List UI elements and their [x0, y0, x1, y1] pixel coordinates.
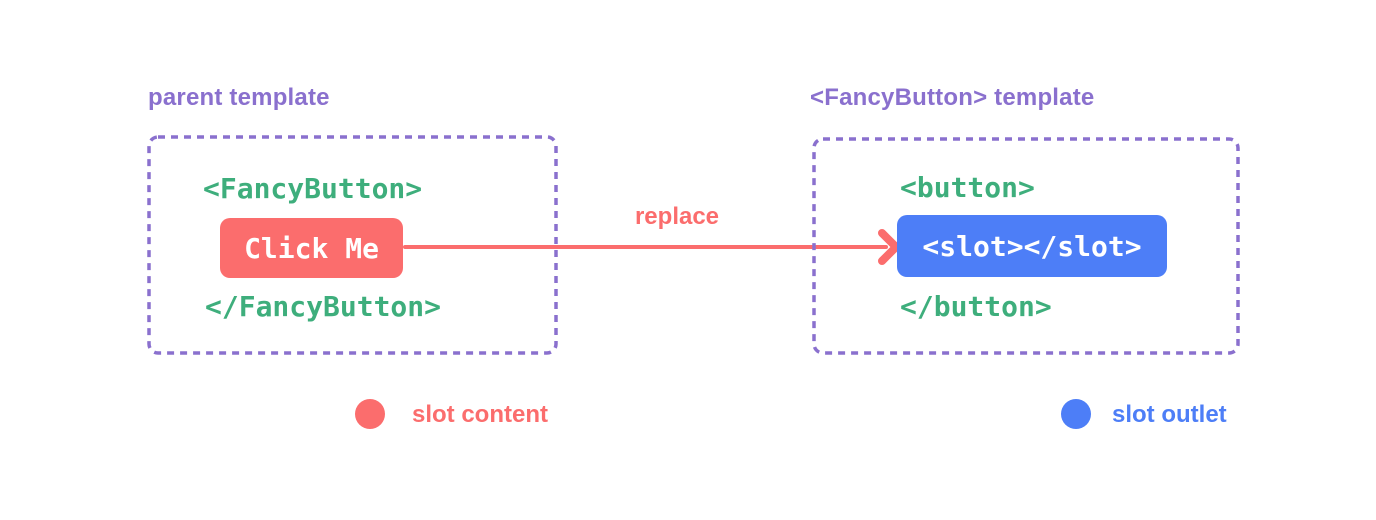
dashed-border: [812, 137, 1240, 355]
slot-content-label: slot content: [412, 401, 548, 428]
parent-template-title: parent template: [148, 84, 330, 111]
slot-content-dot: [355, 399, 385, 429]
replace-label: replace: [634, 203, 720, 230]
slot-outlet-button: <slot></slot>: [897, 215, 1167, 277]
button-close-tag: </button>: [900, 290, 1052, 323]
fancybutton-close-tag: </FancyButton>: [205, 290, 442, 323]
slot-outlet-label: slot outlet: [1112, 401, 1227, 428]
click-me-button: Click Me: [220, 218, 403, 278]
replace-arrow: [403, 229, 900, 265]
parent-template-box: <FancyButton> Click Me </FancyButton>: [147, 135, 558, 355]
fancybutton-template-box: <button> <slot></slot> </button>: [812, 137, 1240, 355]
fancybutton-template-title: <FancyButton> template: [810, 84, 1095, 111]
button-open-tag: <button>: [900, 171, 1035, 204]
slot-outlet-dot: [1061, 399, 1091, 429]
dashed-border: [147, 135, 558, 355]
fancybutton-open-tag: <FancyButton>: [203, 172, 423, 205]
